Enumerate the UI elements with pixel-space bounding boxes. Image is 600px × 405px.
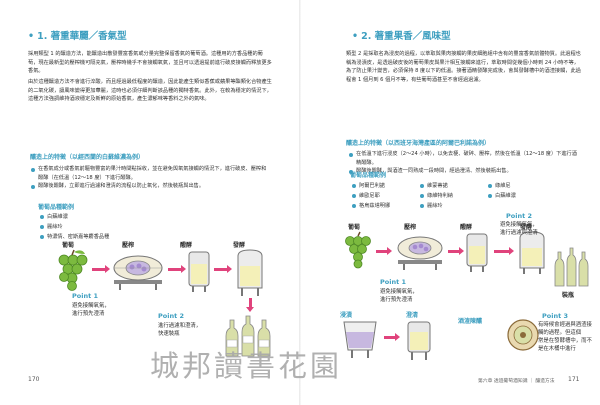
- fermentation-tank-icon: [466, 233, 488, 272]
- step-label-fermenting: 發酵: [233, 242, 246, 249]
- list-item: 麗絲玲: [420, 201, 443, 211]
- left-paragraph-2: 由於這種釀造方法不會進行淬酸，而且經過最低程度的釀造，因此能產生類似香蕉或蘋果等…: [28, 79, 272, 103]
- flow-arrow: [448, 247, 464, 255]
- right-grapes-heading: 葡萄品種範例: [350, 172, 387, 179]
- point-line: 常是在發酵槽中，而不: [538, 338, 592, 344]
- left-point1-text: 避免接觸氧氣， 進行預先澄清: [72, 302, 110, 318]
- left-section-title: •1. 著重華麗／香氣型: [28, 28, 127, 42]
- wine-bottles-icon: [554, 247, 589, 287]
- flow-arrow-down: [246, 298, 254, 312]
- flow-arrow: [384, 333, 400, 341]
- point-line: 觸的過程。但這個: [538, 330, 582, 336]
- step-label-grape: 葡萄: [62, 242, 75, 249]
- aging-tank-icon: [237, 249, 263, 296]
- list-item: 麗絲玲: [40, 222, 63, 232]
- step-label-grape: 葡萄: [348, 224, 361, 231]
- list-item: 醱酵後醱酵，與酒渣一同熟成一段時間，經過澄清、然後裝瓶出售。: [348, 167, 582, 176]
- list-item: 在香氣成分或香氣前驅物豐富的果汁時間點採收，並在避免與氧氣接觸的情況下，進行破皮…: [30, 165, 268, 182]
- step-label-bottling: 裝瓶: [562, 292, 575, 299]
- right-page-number: 171: [568, 376, 580, 383]
- clarify-tank-icon: [407, 321, 431, 360]
- point-line: 進行過濾與澄清: [500, 230, 538, 236]
- point-line: 進行預先澄清: [380, 297, 413, 303]
- step-label-press: 壓榨: [122, 242, 135, 249]
- step-label-clarify: 澄清: [406, 312, 419, 319]
- step-label-lees-aging: 酒渣陳釀: [458, 318, 483, 325]
- right-point3-title: Point 3: [542, 312, 568, 320]
- step-label-ferment: 醱酵: [180, 242, 193, 249]
- right-paragraph-1: 類型 2 是採取名為浸皮的過程，以萃取與果肉接觸的果皮細胞組中含有的豐富香氣前體…: [346, 51, 581, 83]
- point-line: 是在木桶中進行: [538, 346, 576, 352]
- maceration-tank-icon: [343, 321, 377, 358]
- right-features-list: 在低溫下進行浸皮（2～24 小時），以免去梗、破碎、壓榨，然後在低溫（12～18…: [348, 150, 582, 176]
- right-title-text: 2. 著重果香／風味型: [361, 31, 451, 42]
- point-line: 有時候會經過與酒渣接: [538, 322, 592, 328]
- step-label-fermenting: 發酵: [520, 224, 533, 231]
- step-label-press: 壓榨: [404, 224, 417, 231]
- flow-arrow: [168, 265, 186, 273]
- left-point2-text: 進行過濾和澄清， 快速裝瓶: [158, 322, 201, 338]
- book-gutter: [299, 0, 301, 405]
- right-point3-text: 有時候會經過與酒渣接 觸的過程。但這個 常是在發酵槽中，而不 是在木桶中進行: [538, 321, 592, 353]
- right-features-heading: 釀造上的特徵（以西班牙海灣產區的阿爾巴利諾為例）: [346, 140, 491, 147]
- right-point1-text: 避免接觸氧氣， 進行預先澄清: [380, 288, 418, 304]
- right-point2-title: Point 2: [506, 212, 532, 220]
- point-line: 避免接觸氧氣，: [500, 222, 538, 228]
- list-item: 特濃情、密斯嘉等麝香品種: [40, 232, 109, 242]
- left-page: •1. 著重華麗／香氣型 採用類型 1 的釀造方法，能釀造出散發豐富香氣或分量完…: [0, 0, 300, 405]
- flow-arrow: [376, 247, 392, 255]
- right-point1-title: Point 1: [380, 278, 406, 286]
- point-line: 避免接觸氧氣，: [380, 289, 418, 295]
- right-section-title: •2. 著重果香／風味型: [352, 28, 451, 42]
- grape-bunch-icon: [58, 249, 88, 291]
- list-item: 白蘇維濃: [488, 191, 516, 201]
- step-label-maceration: 浸漬: [340, 312, 353, 319]
- point-line: 避免接觸氧氣，: [72, 303, 110, 309]
- title-bullet-icon: •: [352, 31, 359, 42]
- list-item: 白蘇維濃: [40, 212, 68, 222]
- left-point2-title: Point 2: [158, 312, 184, 320]
- list-item: 綠維尼: [488, 181, 511, 191]
- left-paragraph-1: 採用類型 1 的釀造方法，能釀造出散發豐富香氣或分量完整保留香氣的葡萄酒。這種用…: [28, 51, 272, 75]
- list-item: 維歐尼耶: [352, 191, 380, 201]
- point-line: 進行過濾和澄清，: [158, 323, 202, 329]
- left-features-heading: 釀造上的特徵（以經西蘭的白蘇維濃為例）: [30, 154, 145, 161]
- list-item: 維蒙蒂諾: [420, 181, 448, 191]
- list-item: 綠維特利納: [420, 191, 453, 201]
- flow-arrow: [92, 265, 110, 273]
- step-label-ferment: 醱酵: [460, 224, 473, 231]
- barrel-icon: [507, 319, 539, 351]
- left-grapes-heading: 葡萄品種範例: [38, 204, 75, 211]
- list-item: 在低溫下進行浸皮（2～24 小時），以免去梗、破碎、壓榨，然後在低溫（12～18…: [348, 150, 582, 167]
- aging-tank-icon: [519, 231, 545, 274]
- flow-arrow: [494, 247, 514, 255]
- left-point1-title: Point 1: [72, 292, 98, 300]
- point-line: 快速裝瓶: [158, 331, 180, 337]
- right-grapes-list: 阿爾巴利諾 維蒙蒂諾 綠維尼 維歐尼耶 綠維特利納 白蘇維濃 格烏茲塔明娜 麗絲…: [352, 181, 582, 213]
- left-title-text: 1. 著重華麗／香氣型: [37, 31, 127, 42]
- wine-bottles-icon: [225, 315, 271, 357]
- list-item: 醱酵後醱酵，立即進行過濾和澄清的流程以防止氧化，然後裝瓶與出售。: [30, 182, 268, 191]
- right-footer-text: 第六章 透過葡萄酒知識 ｜ 釀造方法: [478, 379, 555, 384]
- list-item: 格烏茲塔明娜: [352, 201, 390, 211]
- right-page: •2. 著重果香／風味型 類型 2 是採取名為浸皮的過程，以萃取與果肉接觸的果皮…: [300, 0, 600, 405]
- title-bullet-icon: •: [28, 31, 35, 42]
- watermark: 城邦讀書花園: [150, 349, 343, 383]
- fermentation-tank-icon: [188, 251, 210, 292]
- right-point2-text-block: 避免接觸氧氣， 進行過濾與澄清: [500, 221, 538, 237]
- flow-arrow: [214, 265, 232, 273]
- wine-press-icon: [113, 255, 163, 290]
- left-page-number: 170: [28, 376, 40, 383]
- list-item: 阿爾巴利諾: [352, 181, 385, 191]
- left-features-list: 在香氣成分或香氣前驅物豐富的果汁時間點採收，並在避免與氧氣接觸的情況下，進行破皮…: [30, 165, 268, 191]
- grape-bunch-icon: [345, 231, 371, 269]
- wine-press-icon: [397, 236, 443, 270]
- point-line: 進行預先澄清: [72, 311, 105, 317]
